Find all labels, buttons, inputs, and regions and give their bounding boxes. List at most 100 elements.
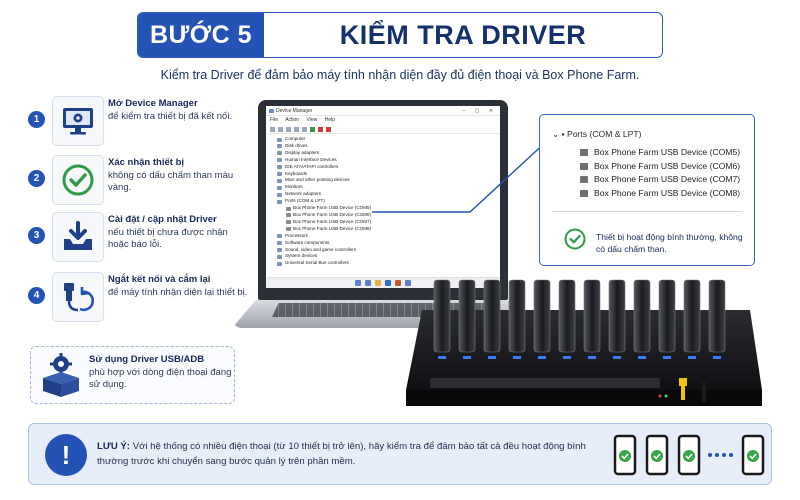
window-titlebar: Device Manager – ▢ ✕ bbox=[266, 106, 500, 116]
browser-icon[interactable] bbox=[385, 280, 391, 286]
menu-item-action[interactable]: Action bbox=[285, 117, 300, 123]
tree-category-item[interactable]: Universal Serial Bus controllers bbox=[276, 260, 500, 267]
phone-in-slot bbox=[458, 279, 476, 353]
page-title: KIỂM TRA DRIVER bbox=[339, 19, 587, 50]
header-banner: BƯỚC 5 KIỂM TRA DRIVER bbox=[137, 12, 663, 58]
phone-check-icon bbox=[645, 434, 669, 476]
taskbar bbox=[266, 277, 500, 288]
warning-icon: ! bbox=[45, 434, 87, 476]
note-banner: ! LƯU Ý: Với hệ thống có nhiều điện thoạ… bbox=[28, 423, 772, 485]
tree-category-item[interactable]: Display adapters bbox=[276, 150, 500, 157]
menu-bar: File Action View Help bbox=[266, 116, 500, 125]
tree-category-item[interactable]: Network adapters bbox=[276, 191, 500, 198]
slot-led bbox=[538, 356, 546, 359]
step-item-3: 3 Cài đặt / cập nhật Driver nếu thiết bị… bbox=[28, 212, 243, 264]
tree-category-item[interactable]: Processors bbox=[276, 233, 500, 240]
tree-category-item[interactable]: Computer bbox=[276, 136, 500, 143]
ports-callout: ⌄ ▪ Ports (COM & LPT) Box Phone Farm USB… bbox=[539, 114, 755, 266]
tree-device-item[interactable]: Box Phone Farm USB Device (COM6) bbox=[276, 212, 500, 219]
search-icon[interactable] bbox=[365, 280, 371, 286]
menu-item-help[interactable]: Help bbox=[324, 117, 335, 123]
phone-check-icon bbox=[677, 434, 701, 476]
app-icon bbox=[269, 109, 274, 113]
tree-category-item[interactable]: System devices bbox=[276, 253, 500, 260]
phone-in-slot bbox=[583, 279, 601, 353]
tree-category-item[interactable]: Ports (COM & LPT) bbox=[276, 198, 500, 205]
tree-category-item[interactable]: Keyboards bbox=[276, 171, 500, 178]
step-text: Cài đặt / cập nhật Driver nếu thiết bị c… bbox=[108, 214, 248, 252]
phone-in-slot bbox=[658, 279, 676, 353]
phone-in-slot bbox=[708, 279, 726, 353]
port-device-list: Box Phone Farm USB Device (COM5) Box Pho… bbox=[580, 146, 740, 200]
step-text: Mở Device Manager để kiểm tra thiết bị đ… bbox=[108, 98, 248, 123]
start-icon[interactable] bbox=[355, 280, 361, 286]
check-circle-icon bbox=[52, 155, 104, 205]
step-item-4: 4 Ngắt kết nối và cắm lại để máy tính nh… bbox=[28, 272, 247, 324]
phone-farm-box bbox=[406, 279, 762, 406]
disable-icon[interactable] bbox=[326, 126, 331, 132]
forward-icon[interactable] bbox=[278, 126, 283, 132]
window-title: Device Manager bbox=[276, 108, 313, 114]
help-icon[interactable] bbox=[294, 126, 299, 132]
device-manager-window: Device Manager – ▢ ✕ File Action View He… bbox=[266, 106, 500, 288]
monitor-gear-icon bbox=[52, 96, 104, 146]
menu-item-view[interactable]: View bbox=[306, 117, 318, 123]
package-gear-icon bbox=[39, 352, 83, 398]
tree-category-item[interactable]: Software components bbox=[276, 240, 500, 247]
uninstall-icon[interactable] bbox=[318, 126, 323, 132]
step-label: BƯỚC 5 bbox=[138, 13, 264, 57]
tree-device-item[interactable]: Box Phone Farm USB Device (COM8) bbox=[276, 226, 500, 233]
store-icon[interactable] bbox=[405, 280, 411, 286]
note-text: LƯU Ý: Với hệ thống có nhiều điện thoại … bbox=[97, 439, 597, 469]
tree-category-item[interactable]: Disk drives bbox=[276, 143, 500, 150]
note-body: Với hệ thống có nhiều điện thoại (từ 10 … bbox=[97, 441, 586, 467]
tree-category-item[interactable]: Mice and other pointing devices bbox=[276, 177, 500, 184]
step-item-1: 1 Mở Device Manager để kiểm tra thiết bị… bbox=[28, 96, 243, 148]
scan-icon[interactable] bbox=[302, 126, 307, 132]
slot-led bbox=[563, 356, 571, 359]
step-desc: không có dấu chấm than màu vàng. bbox=[108, 169, 234, 194]
window-controls[interactable]: – ▢ ✕ bbox=[462, 108, 497, 114]
port-device: Box Phone Farm USB Device (COM7) bbox=[580, 173, 740, 187]
tree-category-item[interactable]: Human Interface Devices bbox=[276, 157, 500, 164]
step-desc: để kiểm tra thiết bị đã kết nối. bbox=[108, 110, 233, 122]
menu-item-file[interactable]: File bbox=[270, 117, 279, 123]
update-driver-icon[interactable] bbox=[310, 126, 315, 132]
tree-category-item[interactable]: IDE ATA/ATAPI controllers bbox=[276, 164, 500, 171]
tree-category-item[interactable]: Sound, video and game controllers bbox=[276, 247, 500, 254]
laptop-screen-frame: Device Manager – ▢ ✕ File Action View He… bbox=[258, 100, 508, 300]
phone-check-icon bbox=[741, 434, 765, 476]
step-desc: để máy tính nhận diện lại thiết bị. bbox=[108, 286, 248, 298]
phone-in-slot bbox=[508, 279, 526, 353]
ports-label: ⌄ ▪ Ports (COM & LPT) bbox=[552, 129, 642, 139]
app-icon[interactable] bbox=[395, 280, 401, 286]
step-number: 4 bbox=[28, 287, 45, 304]
slot-led bbox=[713, 356, 721, 359]
toolbar bbox=[266, 125, 500, 134]
tree-category-item[interactable]: Monitors bbox=[276, 184, 500, 191]
tree-device-item[interactable]: Box Phone Farm USB Device (COM7) bbox=[276, 219, 500, 226]
adb-desc: phù hợp với dòng điện thoại đang sử dụng… bbox=[89, 366, 232, 391]
step-text: Xác nhận thiết bị không có dấu chấm than… bbox=[108, 157, 248, 195]
adb-driver-tip: Sử dụng Driver USB/ADB phù hợp với dòng … bbox=[30, 346, 235, 404]
check-circle-icon bbox=[564, 228, 586, 250]
ports-label-text: Ports (COM & LPT) bbox=[567, 129, 642, 139]
phone-in-slot bbox=[683, 279, 701, 353]
back-icon[interactable] bbox=[270, 126, 275, 132]
ellipsis-dots bbox=[708, 453, 733, 457]
folder-icon[interactable] bbox=[375, 280, 381, 286]
step-text: Ngắt kết nối và cắm lại để máy tính nhận… bbox=[108, 274, 248, 299]
divider bbox=[552, 211, 742, 212]
tree-device-item[interactable]: Box Phone Farm USB Device (COM5) bbox=[276, 205, 500, 212]
laptop: Device Manager – ▢ ✕ File Action View He… bbox=[232, 100, 532, 330]
step-title: Xác nhận thiết bị bbox=[108, 157, 185, 168]
properties-icon[interactable] bbox=[286, 126, 291, 132]
step-number: 3 bbox=[28, 227, 45, 244]
step-title: Mở Device Manager bbox=[108, 98, 198, 109]
slot-led bbox=[638, 356, 646, 359]
slot-led bbox=[663, 356, 671, 359]
adb-title: Sử dụng Driver USB/ADB bbox=[89, 354, 205, 365]
slot-led bbox=[513, 356, 521, 359]
note-label: LƯU Ý: bbox=[97, 441, 131, 452]
